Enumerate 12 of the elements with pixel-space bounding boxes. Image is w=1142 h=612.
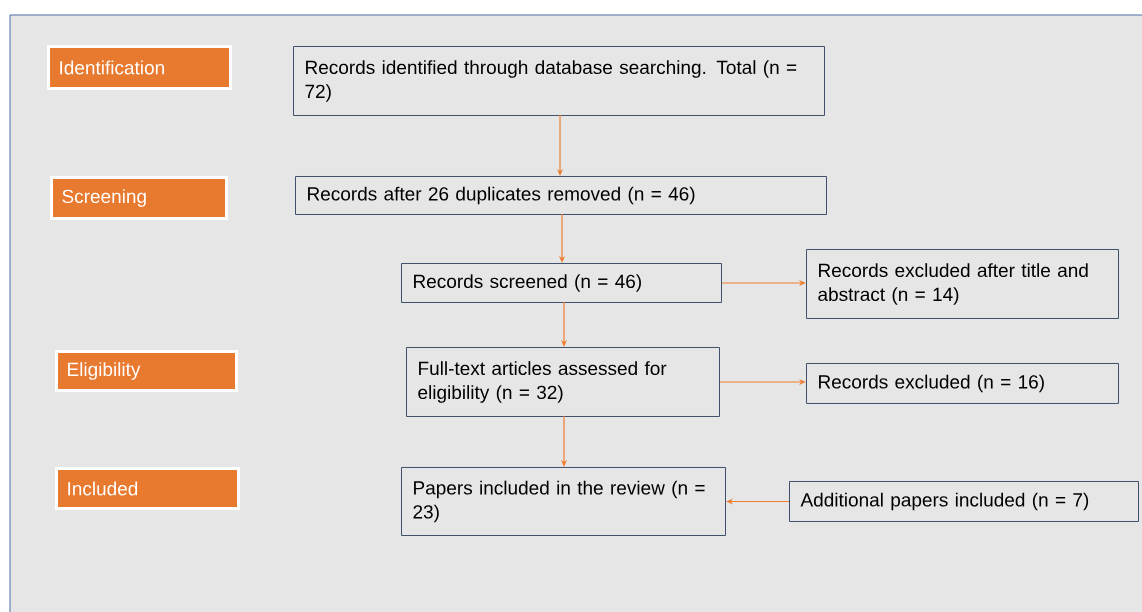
process-box: Records screened (n = 46)	[401, 263, 722, 303]
stage-label: Eligibility	[55, 350, 238, 392]
process-box: Additional papers included (n = 7)	[789, 481, 1139, 522]
process-box: Records identified through database searching. Total (n = 72)	[293, 46, 825, 116]
process-box: Full-text articles assessed for eligibility (n = 32)	[406, 347, 720, 417]
stage-label: Identification	[47, 45, 232, 90]
stage-label: Included	[55, 467, 240, 510]
process-box: Records excluded after title and abstract (n = 14)	[806, 249, 1119, 319]
stage-label: Screening	[50, 176, 228, 220]
process-box: Records excluded (n = 16)	[806, 363, 1119, 404]
process-box: Papers included in the review (n = 23)	[401, 467, 726, 536]
process-box: Records after 26 duplicates removed (n = 46)	[295, 176, 827, 215]
